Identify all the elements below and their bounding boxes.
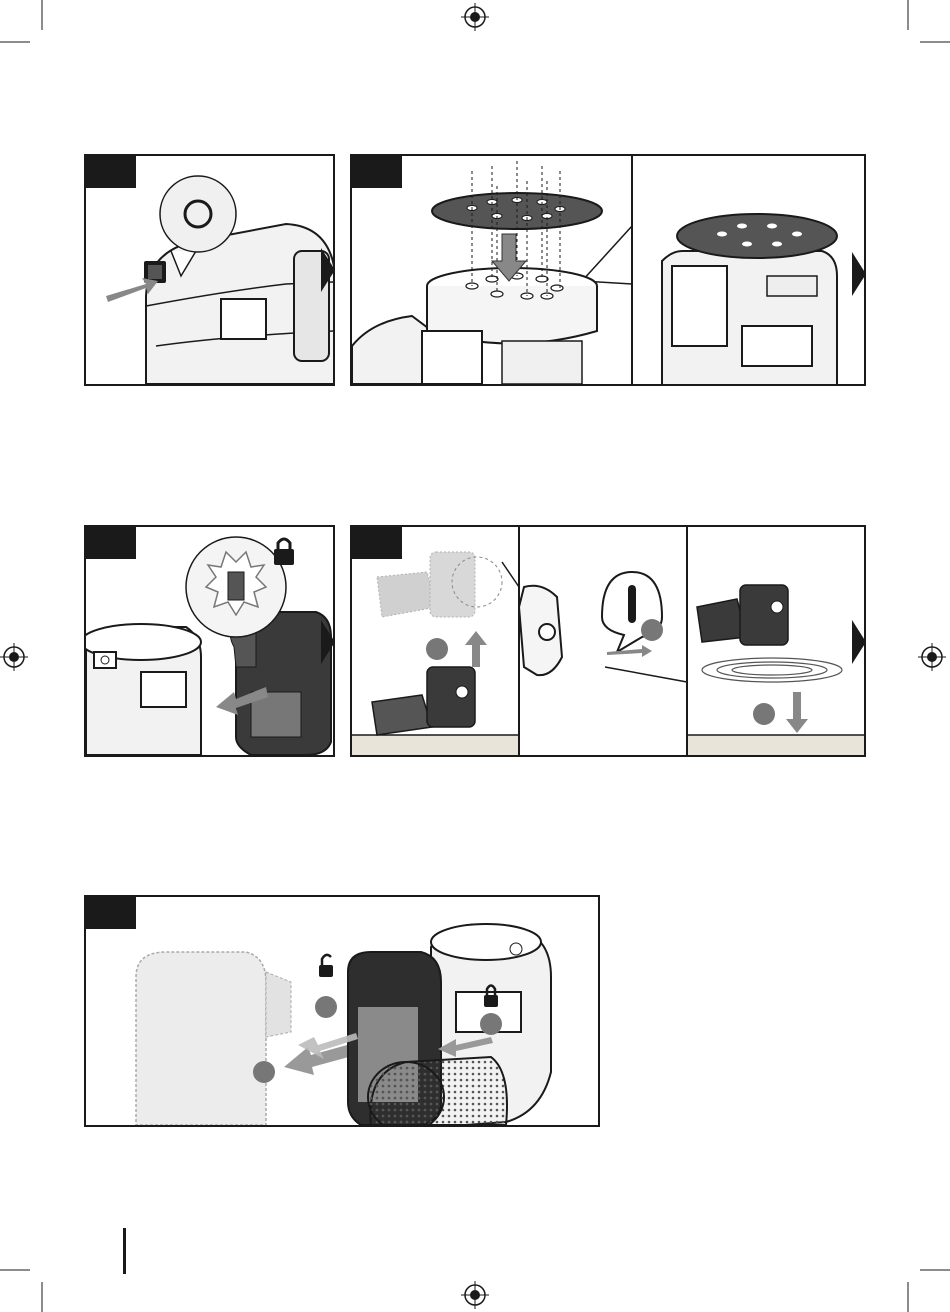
- line-symbol-icon: [628, 585, 636, 623]
- step-badge-1: [426, 638, 448, 660]
- figure-remove-dust-bag: [84, 525, 335, 757]
- next-step-arrow-icon: [852, 620, 866, 664]
- dust-bag-removal-illustration: [86, 527, 333, 755]
- lock-icon: [274, 539, 294, 565]
- registration-mark-top: [461, 3, 489, 31]
- sander-illustration: [86, 156, 333, 384]
- tap-arrow-icon: [786, 692, 808, 733]
- zoom-callout: [160, 176, 236, 252]
- step-badge-2: [641, 619, 663, 641]
- next-step-arrow-icon: [321, 248, 335, 292]
- figure-label-tab: [86, 527, 136, 559]
- figure-empty-dust-bag: [350, 525, 866, 757]
- registration-mark-left: [0, 643, 28, 671]
- figure-label-tab: [352, 156, 402, 188]
- label-plate: [221, 299, 266, 339]
- dust-bag-emptying-illustration: [352, 527, 864, 755]
- battery-removal-illustration: [86, 897, 598, 1125]
- figure-remove-battery: [84, 895, 600, 1127]
- figure-power-switch: [84, 154, 335, 386]
- registration-mark-bottom: [461, 1281, 489, 1309]
- next-step-arrow-icon: [321, 620, 335, 664]
- step-badge-2: [315, 996, 337, 1018]
- unlock-icon: [319, 955, 333, 977]
- page-number-rule: [123, 1228, 126, 1274]
- up-arrow-icon: [465, 631, 487, 667]
- figure-label-tab: [86, 897, 136, 929]
- figure-label-tab: [86, 156, 136, 188]
- step-badge-3: [480, 1013, 502, 1035]
- figure-attach-sanding-disc: [350, 154, 866, 386]
- sanding-disc-illustration: [352, 156, 864, 384]
- registration-mark-right: [918, 643, 946, 671]
- next-step-arrow-icon: [852, 252, 866, 296]
- step-badge-3: [753, 703, 775, 725]
- figure-label-tab: [352, 527, 402, 559]
- step-badge-1: [253, 1061, 275, 1083]
